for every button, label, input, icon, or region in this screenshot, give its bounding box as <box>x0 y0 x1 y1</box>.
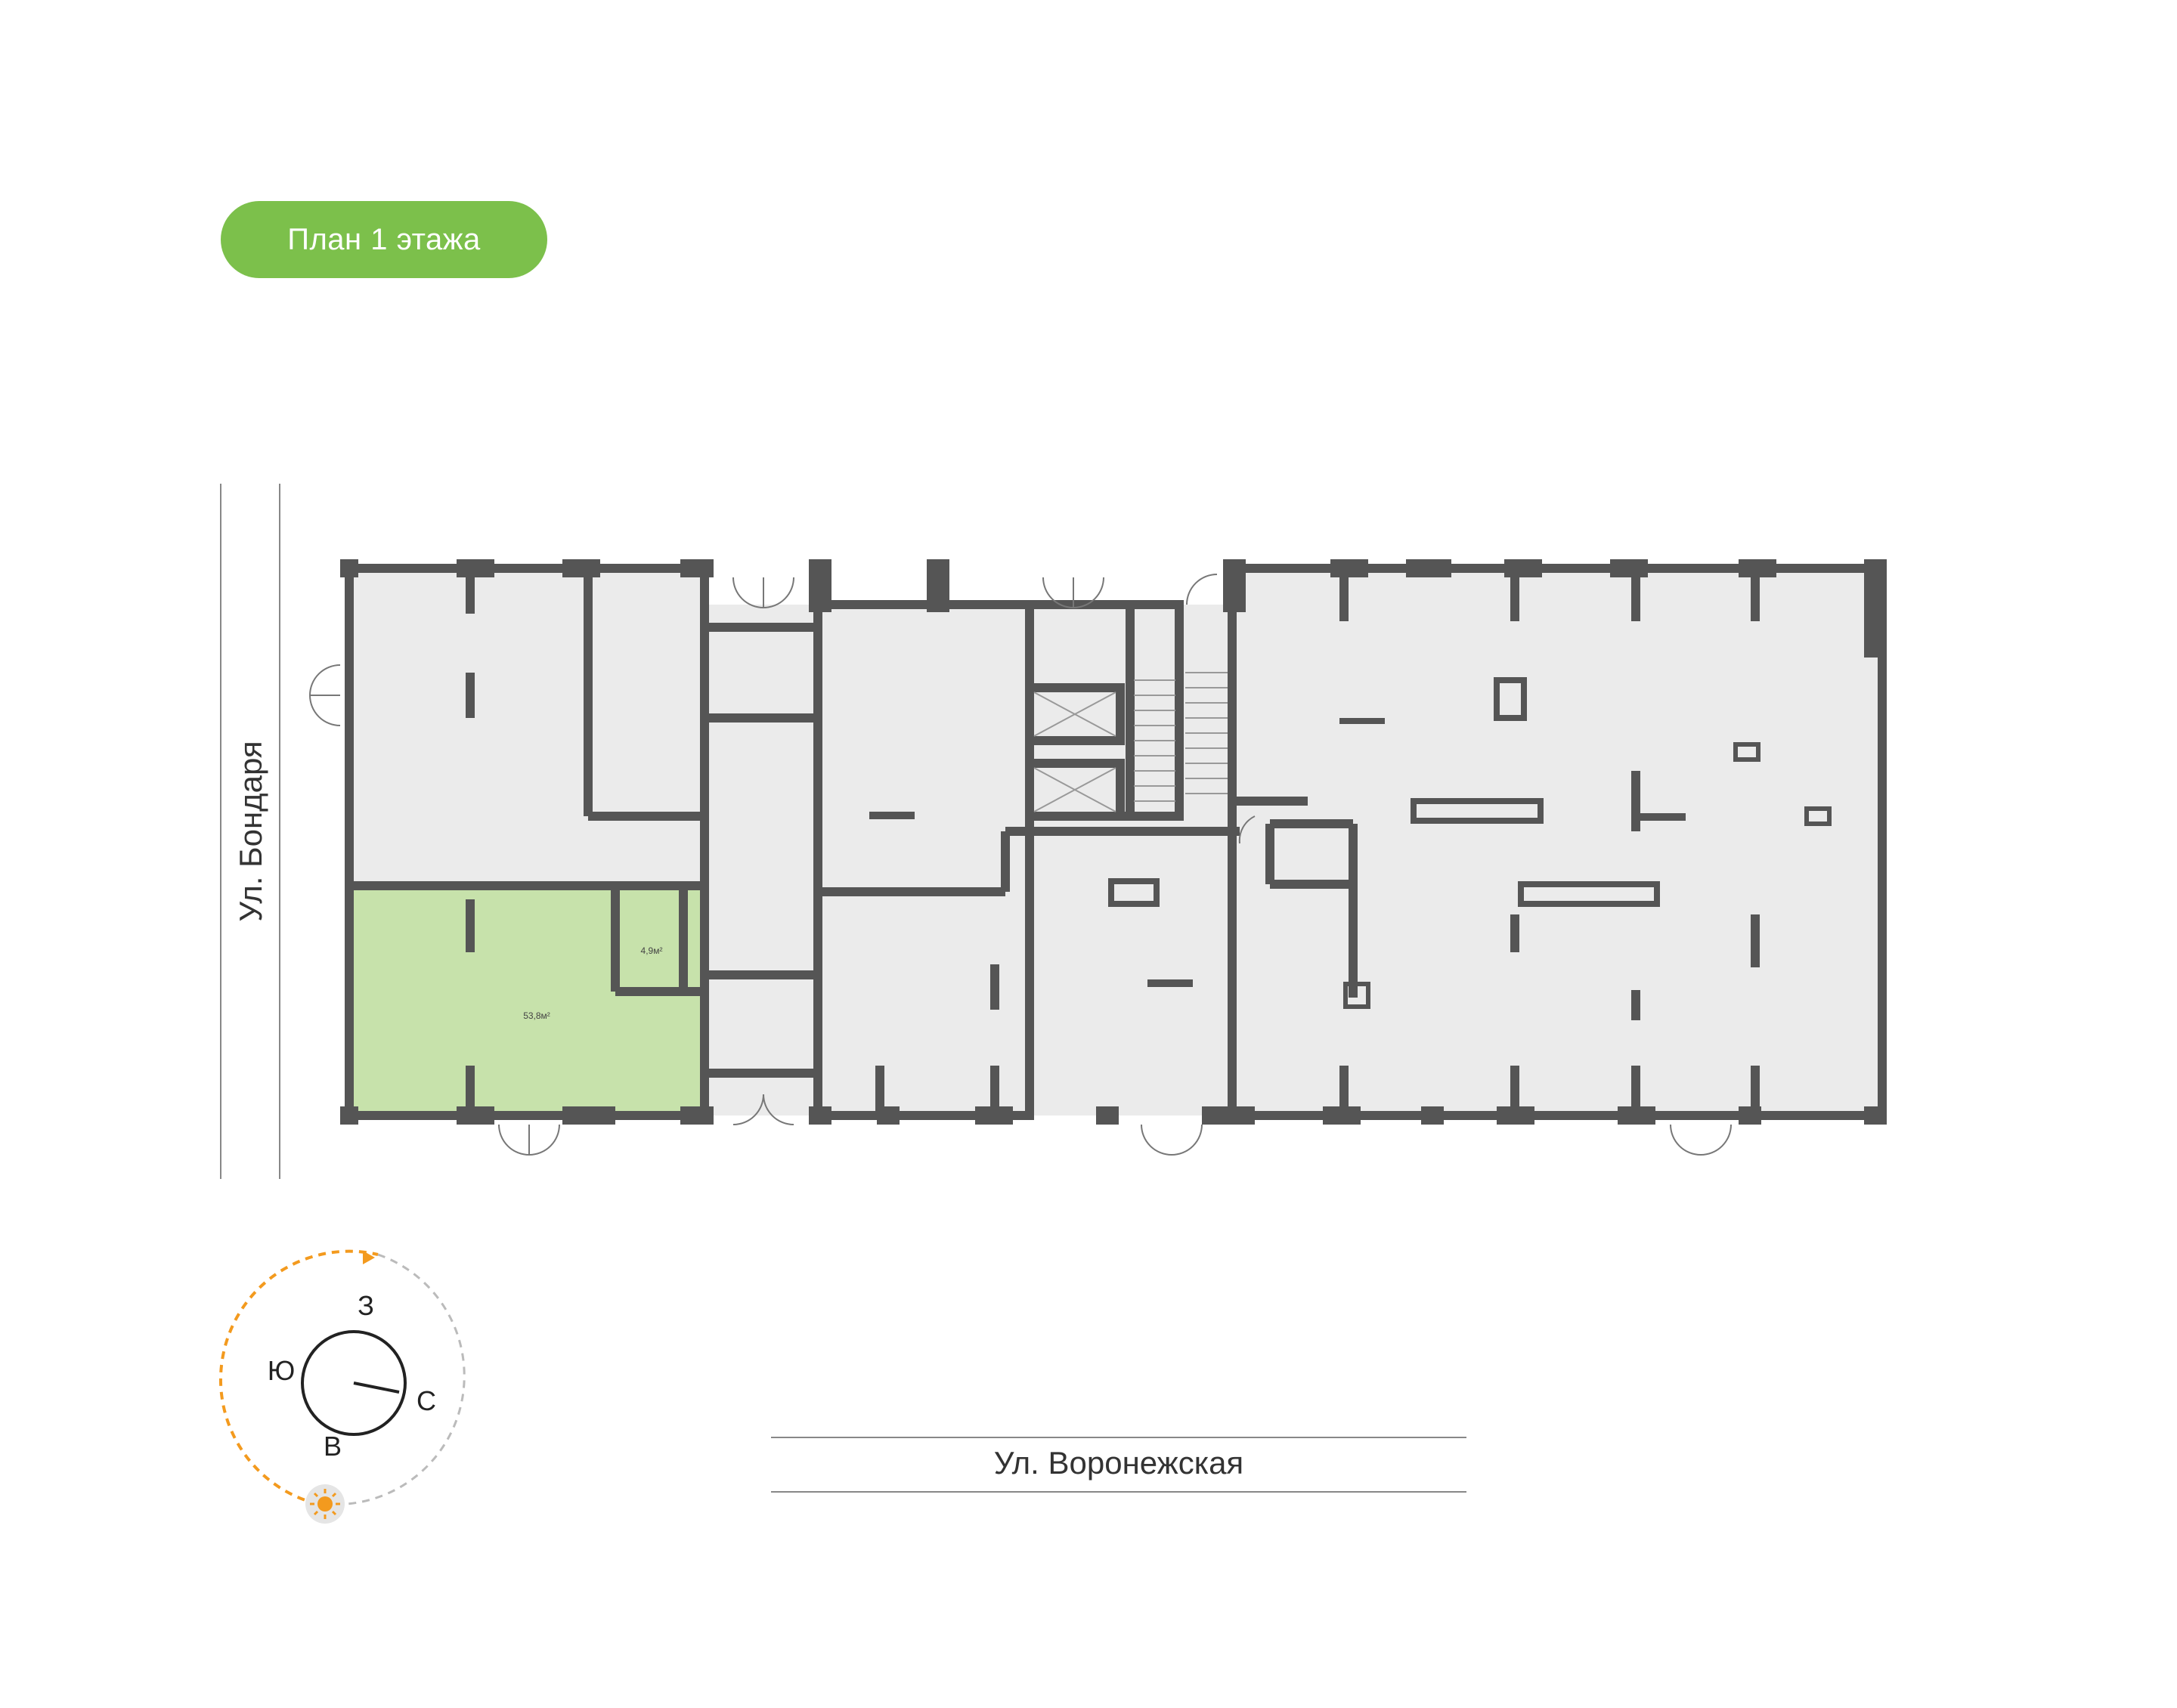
sun-icon <box>317 1496 333 1512</box>
elevator-shafts <box>1033 692 1116 812</box>
sun-path-arc-rest <box>324 1253 466 1506</box>
unit-53-8-area: 53,8м² <box>523 1010 550 1021</box>
floor-plan-label: План 1 этажа <box>287 222 481 256</box>
unit-4-9-area: 4,9м² <box>641 945 663 956</box>
sun-direction-arrow <box>363 1251 375 1264</box>
partition-stubs <box>466 568 1832 1115</box>
compass: З Ю С В <box>218 1249 466 1524</box>
building-floor <box>349 568 1882 1115</box>
compass-east-label: В <box>324 1431 342 1462</box>
street-voronezhskaya: Ул. Воронежская <box>771 1437 1466 1493</box>
compass-west-label: З <box>358 1290 374 1321</box>
doors <box>308 574 1732 1156</box>
street-bondarya-label: Ул. Бондаря <box>233 741 268 921</box>
outer-pillars <box>340 559 1887 1125</box>
street-voronezhskaya-label: Ул. Воронежская <box>994 1445 1243 1481</box>
unit-4-9[interactable] <box>615 886 683 992</box>
walls <box>345 564 1887 1120</box>
staircase <box>1134 672 1228 802</box>
floor-plan-badge[interactable]: План 1 этажа <box>221 201 547 278</box>
compass-needle <box>353 1382 400 1394</box>
compass-south-label: Ю <box>268 1355 295 1386</box>
street-bondarya: Ул. Бондаря <box>220 484 280 1179</box>
compass-north-label: С <box>417 1385 436 1416</box>
